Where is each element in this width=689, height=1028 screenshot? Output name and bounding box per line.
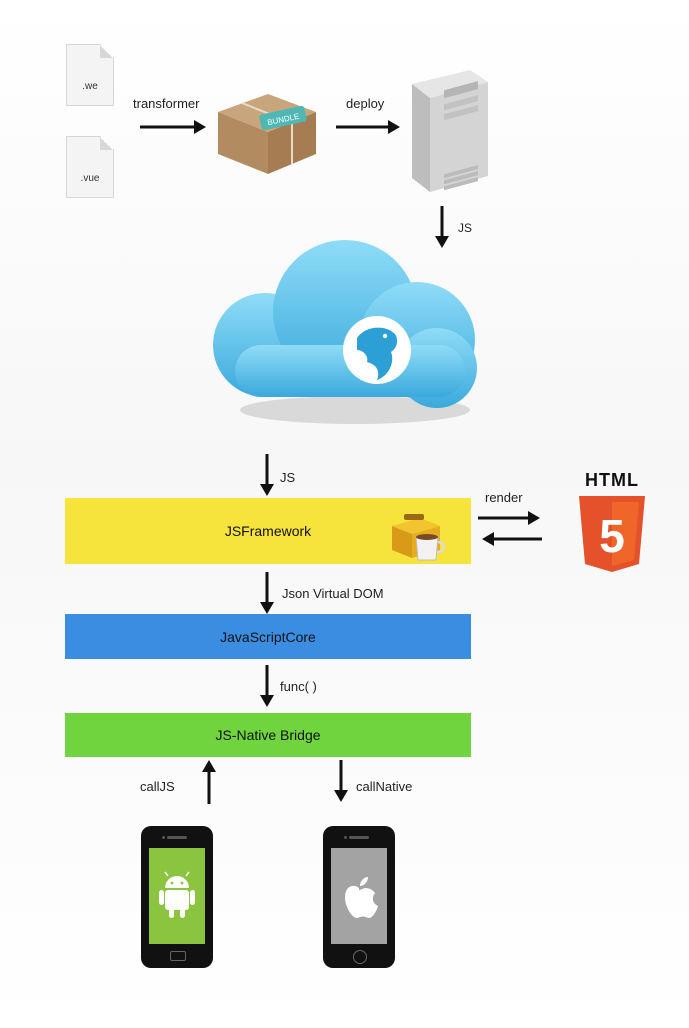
android-phone <box>141 826 213 968</box>
vue-file-icon: .vue <box>66 136 114 198</box>
transformer-label: transformer <box>133 96 200 111</box>
bridge-label: JS-Native Bridge <box>215 727 321 743</box>
jsframework-label: JSFramework <box>224 523 312 539</box>
bundle-package-icon: BUNDLE <box>218 94 316 174</box>
vue-file-label: .vue <box>80 173 100 184</box>
js-label-cloud: JS <box>280 470 296 485</box>
json-vdom-label: Json Virtual DOM <box>282 586 384 601</box>
android-screen <box>149 848 205 944</box>
html5-shield-icon: 5 <box>579 496 645 572</box>
cloud-icon <box>213 240 477 424</box>
javascriptcore-label: JavaScriptCore <box>220 628 316 645</box>
html5-digit: 5 <box>599 510 625 562</box>
we-file-icon: .we <box>66 44 114 106</box>
toolbox-coffee-icon <box>392 514 446 561</box>
we-file-label: .we <box>82 81 98 92</box>
callnative-label: callNative <box>356 779 413 794</box>
deploy-label: deploy <box>346 96 385 111</box>
callnative-arrow <box>334 760 348 802</box>
calljs-label: callJS <box>140 779 175 794</box>
html5-logo: HTML 5 <box>574 470 650 580</box>
transformer-arrow <box>140 120 206 134</box>
javascriptcore-layer: JavaScriptCore <box>65 614 471 659</box>
apple-logo-icon <box>345 877 378 918</box>
render-label: render <box>485 490 523 505</box>
android-robot-icon <box>159 871 195 918</box>
func-label: func( ) <box>280 679 317 694</box>
framework-to-core-arrow <box>260 572 274 614</box>
ios-screen <box>331 848 387 944</box>
server-icon <box>412 70 488 192</box>
render-arrows <box>478 511 542 546</box>
ios-phone <box>323 826 395 968</box>
js-label-server: JS <box>458 221 473 235</box>
bridge-layer: JS-Native Bridge <box>65 713 471 757</box>
cloud-to-framework-arrow <box>260 454 274 496</box>
deploy-arrow <box>336 120 400 134</box>
calljs-arrow <box>202 760 216 804</box>
server-to-cloud-arrow <box>435 206 449 248</box>
html5-wordmark: HTML <box>585 470 639 490</box>
core-to-bridge-arrow <box>260 665 274 707</box>
